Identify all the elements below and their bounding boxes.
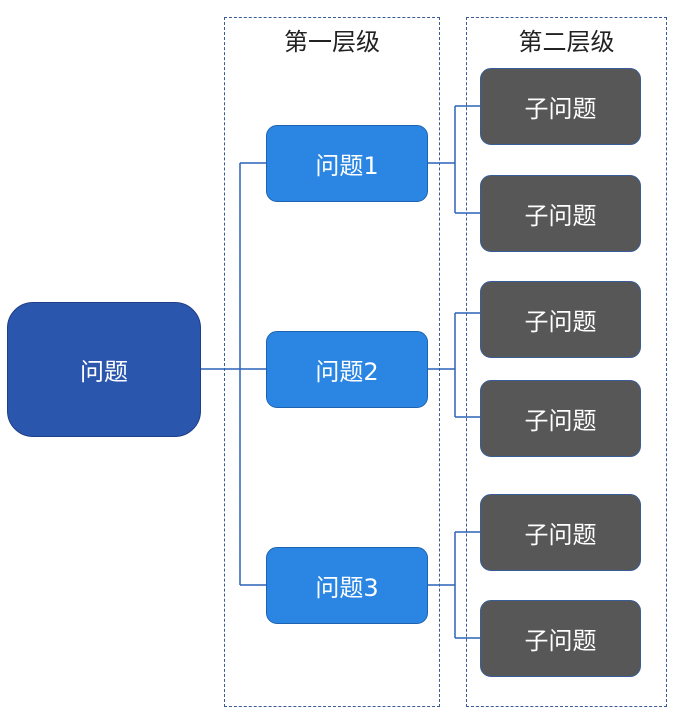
subproblem-label: 子问题 — [524, 308, 597, 336]
problem1-node: 问题1 — [266, 125, 428, 202]
problem2-node: 问题2 — [266, 331, 428, 408]
subproblem-label: 子问题 — [524, 202, 597, 230]
problem3-node: 问题3 — [266, 547, 428, 624]
second-level-frame — [466, 17, 667, 707]
first-level-title: 第一层级 — [284, 28, 380, 56]
root-problem-node: 问题 — [7, 302, 201, 437]
problem3-label: 问题3 — [315, 574, 379, 602]
problem1-label: 问题1 — [315, 152, 379, 180]
root-problem-label: 问题 — [80, 358, 128, 386]
problem3-subproblem1-node: 子问题 — [480, 494, 641, 571]
subproblem-label: 子问题 — [524, 627, 597, 655]
problem2-subproblem2-node: 子问题 — [480, 380, 641, 457]
second-level-title: 第二层级 — [518, 28, 615, 56]
problem3-subproblem2-node: 子问题 — [480, 600, 641, 677]
subproblem-label: 子问题 — [524, 407, 597, 435]
subproblem-label: 子问题 — [524, 95, 597, 123]
problem1-subproblem2-node: 子问题 — [480, 175, 641, 252]
problem2-subproblem1-node: 子问题 — [480, 281, 641, 358]
first-level-frame — [224, 17, 440, 707]
problem1-subproblem1-node: 子问题 — [480, 68, 641, 145]
subproblem-label: 子问题 — [524, 521, 597, 549]
problem2-label: 问题2 — [315, 358, 379, 386]
